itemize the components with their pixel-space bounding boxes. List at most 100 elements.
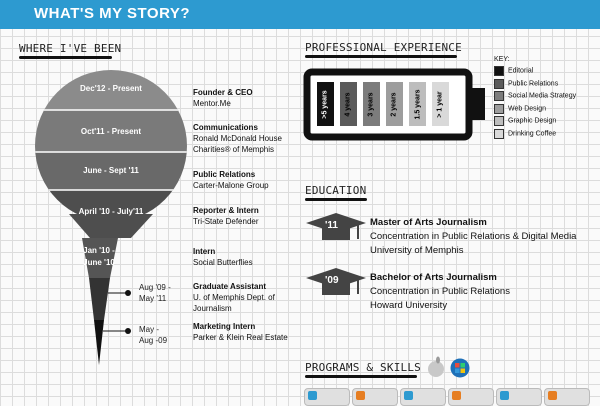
key-item: Social Media Strategy	[494, 91, 576, 101]
battery-cell: 1.5 years	[409, 82, 426, 126]
education-year: '09	[325, 275, 339, 286]
job-entry: Marketing Intern Parker & Klein Real Est…	[193, 321, 288, 343]
job-entry: Intern Social Butterflies	[193, 246, 253, 268]
skill-badge-icon	[452, 391, 461, 400]
job-company: Carter-Malone Group	[193, 181, 269, 190]
key-title: KEY:	[494, 56, 510, 63]
key-label: Public Relations	[508, 80, 559, 87]
job-entry: Graduate Assistant U. of Memphis Dept. o…	[193, 281, 275, 314]
timeline-band: Oct'11 - Present	[80, 127, 142, 136]
job-company: Mentor.Me	[193, 99, 231, 108]
key-label: Editorial	[508, 67, 534, 75]
battery-cell: 3 years	[363, 82, 380, 126]
battery-cell-label: 2 years	[391, 91, 399, 117]
degree-detail: Concentration in Public Relations & Digi…	[370, 231, 577, 242]
key-swatch	[494, 116, 504, 126]
key-item: Graphic Design	[494, 116, 556, 126]
key-item: Drinking Coffee	[494, 128, 557, 139]
key-item: Public Relations	[494, 78, 559, 89]
timeline-band: June - Sept '11	[83, 166, 139, 175]
key-swatch	[494, 78, 504, 89]
key-swatch	[494, 66, 504, 76]
side-line: Aug '09 -	[139, 283, 171, 292]
education-year: '11	[325, 220, 338, 231]
job-company: Parker & Klein Real Estate	[193, 333, 288, 342]
key-label: Social Media Strategy	[508, 92, 577, 100]
windows-icon	[450, 358, 470, 378]
key-swatch	[494, 103, 504, 114]
key-label: Web Design	[508, 105, 547, 112]
job-title: Intern	[193, 247, 216, 256]
key-swatch	[494, 91, 504, 101]
battery-cell-label: 1.5 years	[414, 89, 422, 119]
job-company: Social Butterflies	[193, 258, 253, 267]
job-title: Public Relations	[193, 170, 256, 179]
skill-badge	[496, 388, 542, 406]
graduation-cap-icon	[306, 213, 366, 240]
job-title: Reporter & Intern	[193, 206, 259, 215]
job-entry: Public Relations Carter-Malone Group	[193, 169, 269, 191]
side-line: Aug -09	[139, 336, 168, 345]
job-title: Marketing Intern	[193, 322, 256, 331]
skill-badge-icon	[404, 391, 413, 400]
job-company: Charities® of Memphis	[193, 145, 275, 154]
apple-icon	[428, 356, 444, 377]
battery-cell: >5 years	[317, 82, 334, 126]
job-title: Communications	[193, 123, 258, 132]
heading-underline	[19, 56, 112, 59]
tip-line: June '10	[83, 258, 115, 267]
job-company: Journalism	[193, 304, 232, 313]
section-experience-heading: PROFESSIONAL EXPERIENCE	[305, 41, 462, 54]
page-title: WHAT'S MY STORY?	[34, 5, 191, 22]
degree-detail: Concentration in Public Relations	[370, 286, 510, 297]
battery-cell: > 1 year	[432, 82, 449, 126]
job-company: Ronald McDonald House	[193, 134, 282, 143]
timeline-band: Dec'12 - Present	[80, 84, 142, 93]
degree-detail: University of Memphis	[370, 245, 464, 256]
skill-badge-icon	[500, 391, 509, 400]
timeline-side-label: May - Aug -09	[139, 324, 167, 346]
heading-underline	[305, 375, 417, 378]
battery-cell-label: >5 years	[322, 89, 330, 119]
graduation-cap-icon	[306, 268, 366, 295]
timeline-tip-label: Jan '10 - June '10	[78, 245, 120, 269]
degree-detail: Howard University	[370, 300, 448, 311]
job-entry: Communications Ronald McDonald House Cha…	[193, 122, 282, 155]
job-title: Graduate Assistant	[193, 282, 267, 291]
section-where-heading: WHERE I'VE BEEN	[19, 42, 122, 55]
skill-badge-icon	[548, 391, 557, 400]
skill-badge	[448, 388, 494, 406]
heading-underline	[305, 198, 367, 201]
section-education-heading: EDUCATION	[305, 184, 367, 197]
section-programs-heading: PROGRAMS & SKILLS	[305, 361, 421, 374]
timeline-side-label: Aug '09 - May '11	[139, 282, 171, 304]
skill-badge	[304, 388, 350, 406]
key-item: Editorial	[494, 66, 533, 76]
job-title: Founder & CEO	[193, 88, 253, 97]
skill-badge-icon	[356, 391, 365, 400]
heading-underline	[305, 55, 457, 58]
key-swatch	[494, 128, 504, 139]
battery-cell-label: > 1 year	[437, 90, 444, 118]
education-entry: Master of Arts Journalism Concentration …	[370, 216, 576, 258]
battery-cell: 2 years	[386, 82, 403, 126]
side-line: May -	[139, 325, 159, 334]
key-item: Web Design	[494, 103, 547, 114]
education-entry: Bachelor of Arts Journalism Concentratio…	[370, 271, 510, 313]
tip-line: Jan '10 -	[83, 246, 115, 255]
skill-badge-icon	[308, 391, 317, 400]
skill-badge	[352, 388, 398, 406]
skill-badge	[400, 388, 446, 406]
degree-title: Master of Arts Journalism	[370, 217, 487, 228]
job-company: Tri-State Defender	[193, 217, 259, 226]
key-label: Drinking Coffee	[508, 130, 557, 137]
battery-cell: 4 years	[340, 82, 357, 126]
battery-cell-label: 4 years	[345, 91, 353, 117]
job-entry: Founder & CEO Mentor.Me	[193, 87, 253, 109]
key-label: Graphic Design	[508, 117, 557, 125]
job-company: U. of Memphis Dept. of	[193, 293, 275, 302]
side-line: May '11	[139, 294, 167, 303]
header-bar: WHAT'S MY STORY?	[0, 0, 600, 29]
timeline-band: April '10 - July'11	[78, 207, 144, 216]
